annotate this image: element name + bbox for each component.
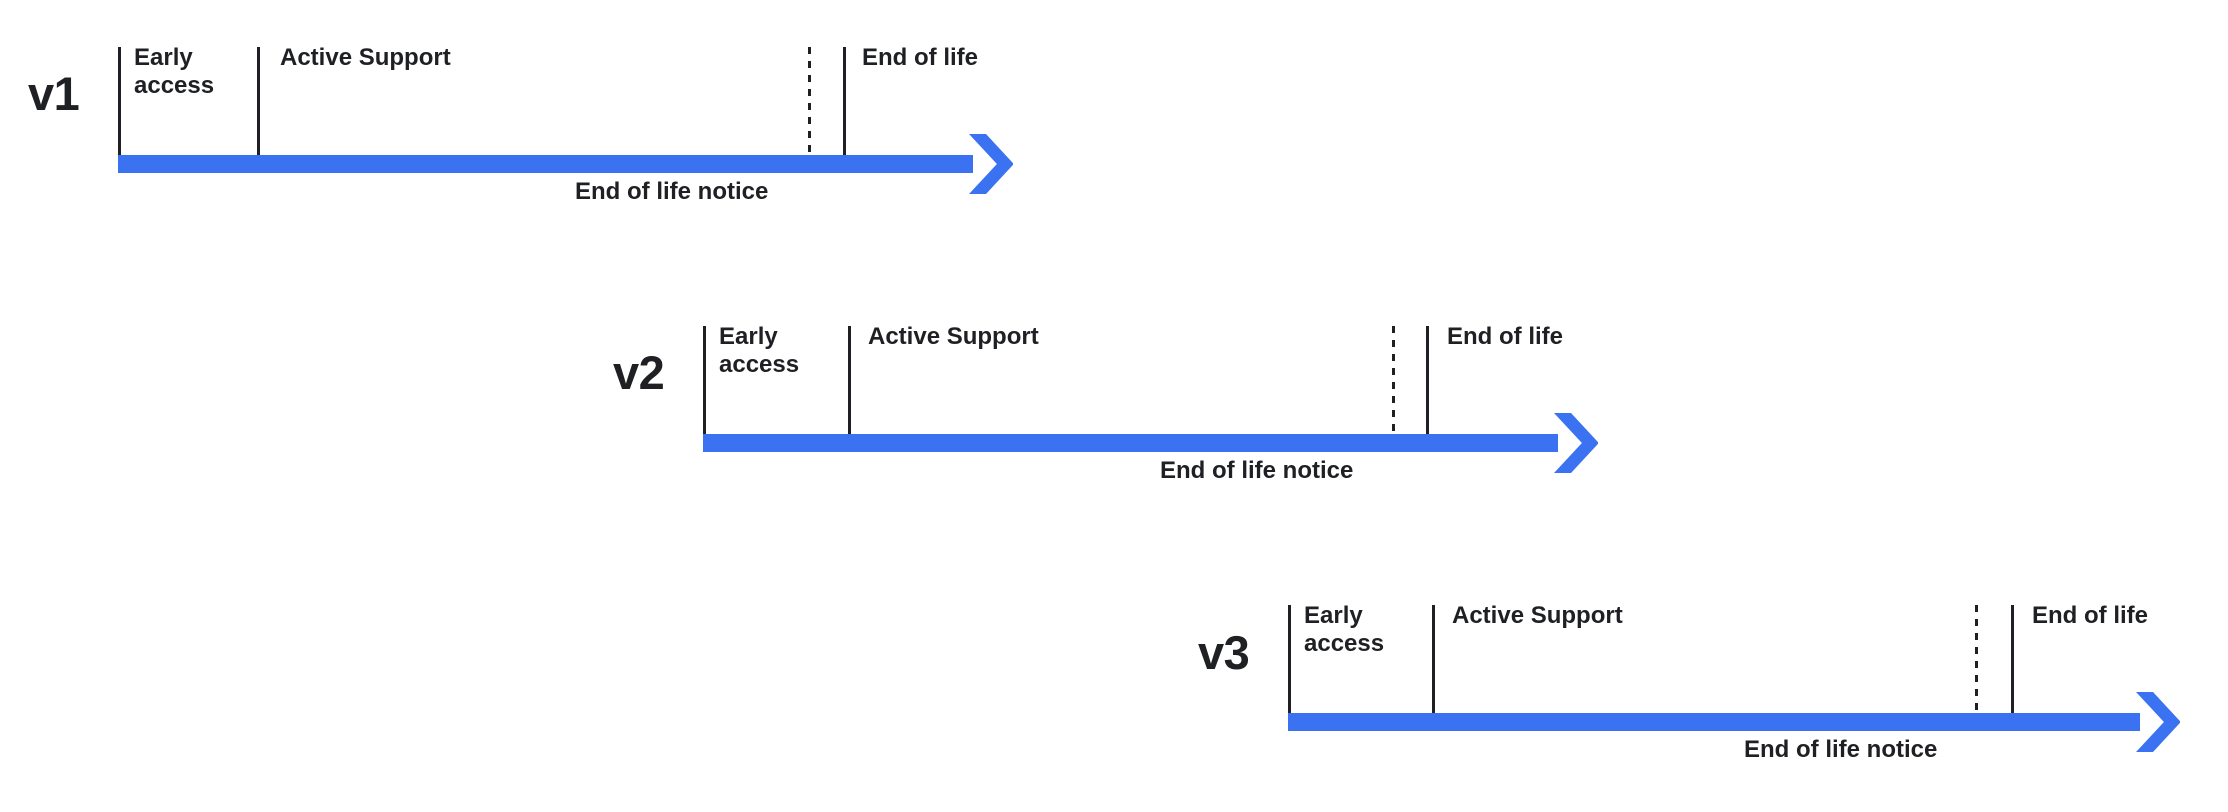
phase-label-v1-2: End of life (862, 44, 978, 71)
phase-label-v2-0: Early access (719, 323, 800, 378)
phase-label-v2-2: End of life (1447, 323, 1563, 350)
phase-label-v1-0: Early access (134, 44, 215, 99)
phase-divider-v2-3 (1426, 326, 1429, 434)
phase-label-v3-1: Active Support (1452, 602, 1623, 629)
version-label-v1: v1 (28, 67, 80, 120)
phase-divider-v3-3 (2011, 605, 2014, 713)
eol-notice-marker-v2-2 (1392, 326, 1395, 434)
arrow-right-icon-v1 (969, 134, 1013, 194)
phase-label-v2-1: Active Support (868, 323, 1039, 350)
version-label-v3: v3 (1198, 626, 1250, 679)
phase-label-v3-2: End of life (2032, 602, 2148, 629)
eol-notice-label-v2: End of life notice (1160, 457, 1354, 484)
phase-divider-v1-0 (118, 47, 121, 155)
eol-notice-label-v1: End of life notice (575, 178, 769, 205)
lifecycle-bar-v3 (1288, 713, 2140, 731)
phase-divider-v1-3 (843, 47, 846, 155)
phase-label-v3-0: Early access (1304, 602, 1385, 657)
version-label-v2: v2 (613, 346, 665, 399)
eol-notice-label-v3: End of life notice (1744, 736, 1938, 763)
phase-divider-v3-1 (1432, 605, 1435, 713)
lifecycle-bar-v2 (703, 434, 1558, 452)
phase-label-v1-1: Active Support (280, 44, 451, 71)
eol-notice-marker-v1-2 (808, 47, 811, 155)
lifecycle-bar-v1 (118, 155, 973, 173)
arrow-right-icon-v2 (1554, 413, 1598, 473)
arrow-right-icon-v3 (2136, 692, 2180, 752)
eol-notice-marker-v3-2 (1975, 605, 1978, 713)
phase-divider-v2-1 (848, 326, 851, 434)
phase-divider-v2-0 (703, 326, 706, 434)
phase-divider-v3-0 (1288, 605, 1291, 713)
phase-divider-v1-1 (257, 47, 260, 155)
